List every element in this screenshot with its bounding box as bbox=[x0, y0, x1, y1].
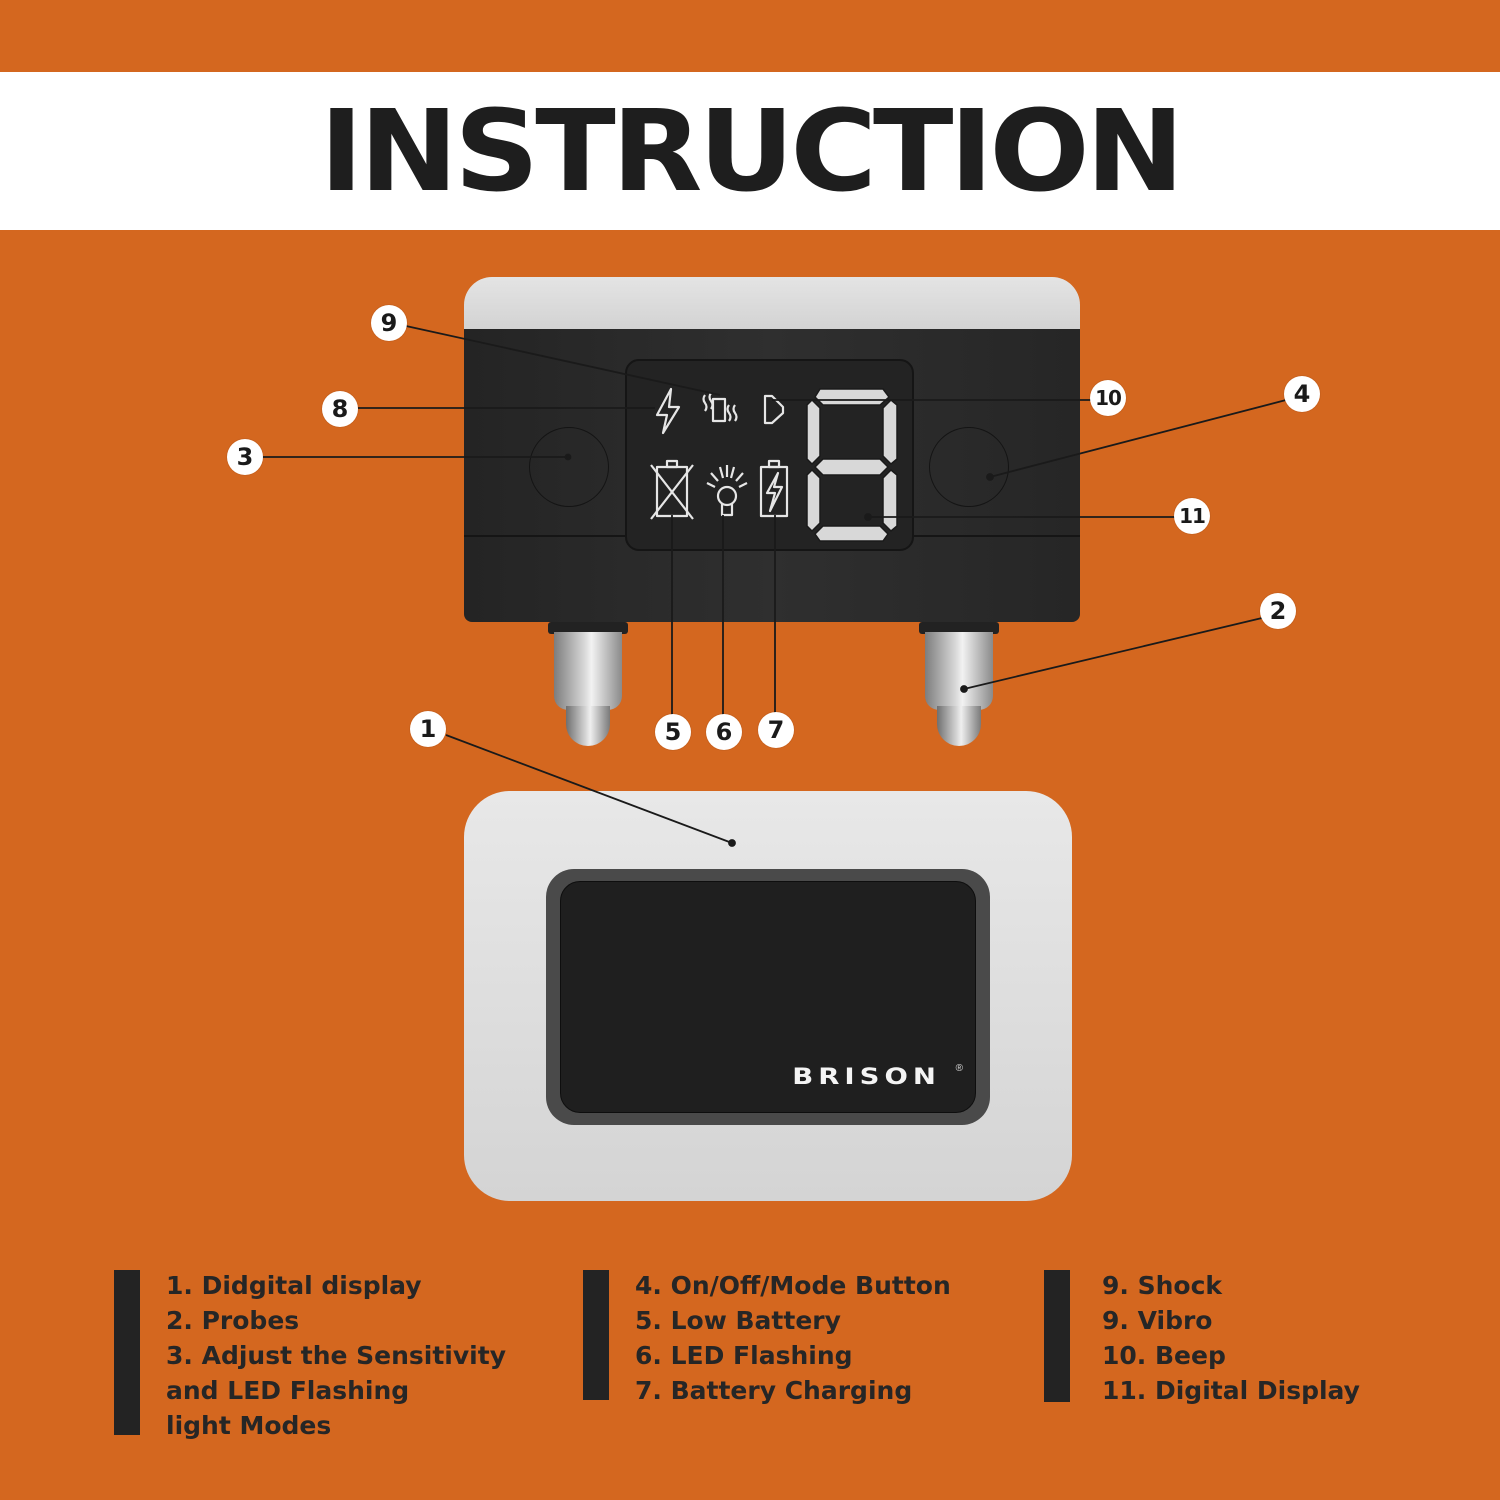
legend-bar bbox=[114, 1270, 140, 1435]
vibration-icon bbox=[702, 392, 738, 423]
legend-bar bbox=[583, 1270, 609, 1400]
callout-10: 10 bbox=[1090, 380, 1126, 416]
battery-charging-icon bbox=[759, 459, 789, 518]
legend-item: 5. Low Battery bbox=[635, 1306, 841, 1335]
led-bulb-icon bbox=[706, 465, 748, 517]
legend-item: 9. Shock bbox=[1102, 1271, 1223, 1300]
remote-screen: BRISON ® bbox=[560, 881, 976, 1113]
legend-item: light Modes bbox=[166, 1411, 332, 1440]
remote-transmitter: BRISON ® bbox=[464, 791, 1072, 1201]
legend-item: 3. Adjust the Sensitivity bbox=[166, 1341, 506, 1370]
callout-3: 3 bbox=[227, 439, 263, 475]
legend-item: 6. LED Flashing bbox=[635, 1341, 853, 1370]
callout-2: 2 bbox=[1260, 593, 1296, 629]
legend-item: 4. On/Off/Mode Button bbox=[635, 1271, 951, 1300]
legend-item: 2. Probes bbox=[166, 1306, 300, 1335]
callout-5: 5 bbox=[655, 714, 691, 750]
legend-item: 10. Beep bbox=[1102, 1341, 1226, 1370]
callout-8: 8 bbox=[322, 391, 358, 427]
probe-left bbox=[548, 622, 628, 747]
sensitivity-button[interactable] bbox=[529, 427, 609, 507]
legend-item: 1. Didgital display bbox=[166, 1271, 422, 1300]
callout-6: 6 bbox=[706, 714, 742, 750]
page-title: INSTRUCTION bbox=[319, 85, 1185, 217]
power-mode-button[interactable] bbox=[929, 427, 1009, 507]
legend-item: and LED Flashing bbox=[166, 1376, 410, 1405]
lightning-shock-icon bbox=[655, 387, 681, 435]
brand-logo: BRISON bbox=[792, 1065, 941, 1090]
legend-bar bbox=[1044, 1270, 1070, 1402]
legend-item: 7. Battery Charging bbox=[635, 1376, 913, 1405]
low-battery-icon bbox=[650, 459, 694, 520]
callout-4: 4 bbox=[1284, 376, 1320, 412]
callout-11: 11 bbox=[1174, 498, 1210, 534]
callout-7: 7 bbox=[758, 712, 794, 748]
callout-1: 1 bbox=[410, 711, 446, 747]
seven-segment-digit bbox=[806, 388, 898, 542]
probe-right bbox=[919, 622, 999, 747]
legend-item: 11. Digital Display bbox=[1102, 1376, 1360, 1405]
callout-9: 9 bbox=[371, 305, 407, 341]
speaker-beep-icon bbox=[763, 394, 785, 425]
legend-item: 9. Vibro bbox=[1102, 1306, 1213, 1335]
collar-receiver bbox=[464, 277, 1080, 622]
remote-screen-bezel: BRISON ® bbox=[546, 869, 990, 1125]
title-banner: INSTRUCTION bbox=[0, 72, 1500, 230]
registered-mark: ® bbox=[955, 1063, 963, 1074]
